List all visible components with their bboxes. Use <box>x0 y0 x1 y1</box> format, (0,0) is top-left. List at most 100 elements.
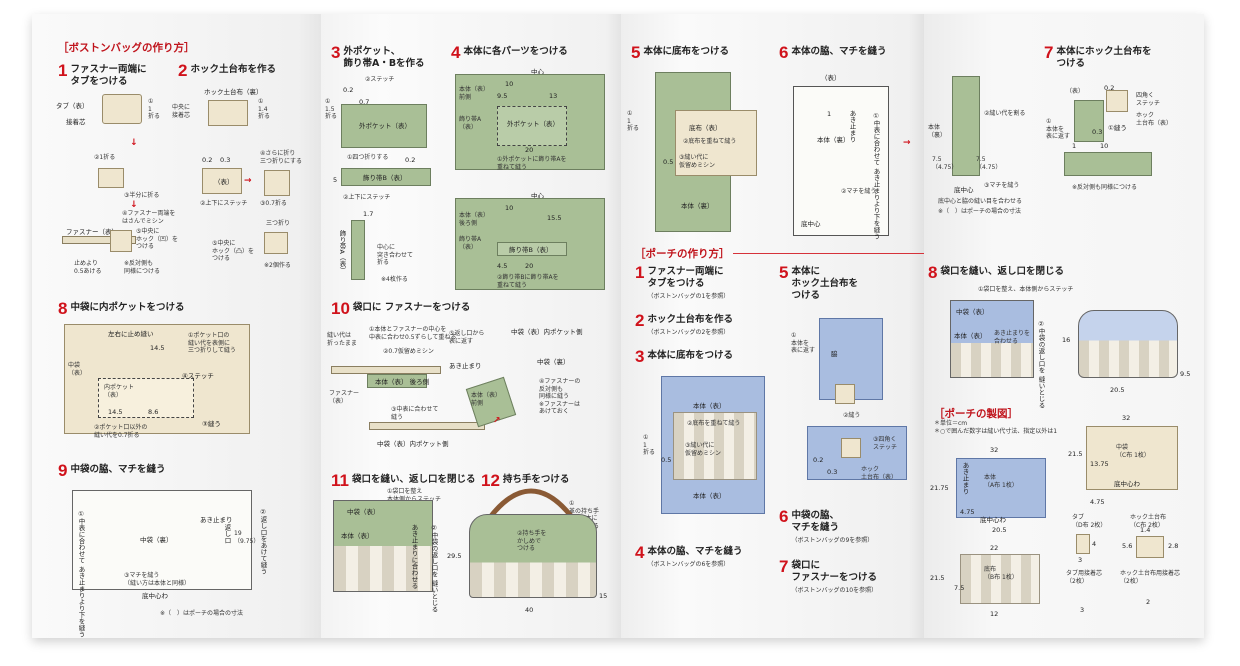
label: 中心に 突き合わせて 折る <box>377 244 414 266</box>
panel-2: 3 外ポケット、 飾り帯A・Bを作る ②ステッチ 0.2 0.7 ① 1.5 折… <box>321 14 621 638</box>
step-12: 12 持ち手をつける <box>481 472 569 489</box>
step-title: 本体にホック土台布を つける <box>1056 46 1152 69</box>
label: 20.5 <box>1110 386 1125 394</box>
arrow-right-icon: → <box>903 138 911 148</box>
label: 底中心わ <box>142 592 168 600</box>
label: ②底布を重ねて縫う <box>687 420 741 427</box>
hook-base-shape <box>202 168 242 194</box>
label: ホック土台布用接着芯 （2枚） <box>1120 570 1181 585</box>
label: 14.5 <box>108 408 123 416</box>
handle-drawing <box>489 488 573 518</box>
label: ③マチを縫う （縫い方は本体と同様） <box>124 572 191 587</box>
label: ファスナー （表） <box>329 390 360 405</box>
zipper-shape <box>62 236 136 244</box>
label: ファスナー（表） <box>66 228 118 236</box>
step-number: 7 <box>1044 43 1054 62</box>
pattern-bottom-shape <box>960 554 1040 604</box>
step-title: 本体に ホック土台布を つける <box>791 266 858 301</box>
label: 中袋（裏） <box>140 536 173 544</box>
pattern-tab-shape <box>1076 534 1090 554</box>
label: ①外ポケットに飾り帯Aを 重ねて縫う <box>497 156 567 171</box>
label: ③0.7折る <box>260 200 287 207</box>
label: 本体（表） <box>693 492 726 500</box>
pouch-step-1: 1 ファスナー両端に タブをつける（ボストンバッグの1を参照） <box>635 264 729 303</box>
tab-shape <box>102 94 142 124</box>
step-title: 中袋の脇、 マチを縫う（ボストンバッグの9を参照） <box>791 510 874 544</box>
bag-drawing <box>333 500 433 592</box>
label: 1.7 <box>363 210 374 218</box>
label: ⑤返し口から 表に返す <box>449 330 485 345</box>
label: ⑤中央に ホック（凸）を つける <box>212 240 255 262</box>
label: ④ファスナー両端を はさんでミシン <box>122 210 176 225</box>
label: 0.2 <box>813 456 824 464</box>
step-number: 2 <box>178 61 188 80</box>
step-11: 11 袋口を縫い、返し口を閉じる <box>331 472 476 489</box>
label: 9.5 <box>497 92 508 100</box>
label: 中袋 （表） <box>68 362 87 377</box>
label: 縫い代は 折ったまま <box>327 332 357 347</box>
label: ①縫う <box>1108 124 1127 132</box>
label: 中袋（表） <box>347 508 380 516</box>
step-title: 中袋に内ポケットをつける <box>70 302 185 313</box>
label: タブ （D布 2枚） <box>1072 514 1107 529</box>
label: ③マチを縫う <box>984 182 1020 189</box>
label: ④ファスナーの 反対側も 同様に縫う ※ファスナーは あけておく <box>539 378 581 415</box>
label: 0.3 <box>1092 128 1103 136</box>
label: 15.5 <box>547 214 562 222</box>
step-title: 袋口を縫い、返し口を閉じる <box>351 474 476 485</box>
label: ②中袋の返し口を 縫いとじる <box>1037 320 1045 409</box>
label: 中袋（裏） <box>537 358 570 366</box>
pattern-hook-shape <box>1136 536 1164 558</box>
step-number: 9 <box>58 461 68 480</box>
label: 16 <box>1062 336 1071 344</box>
label: 4.75 <box>1090 498 1105 506</box>
label: あき止まり <box>200 516 233 524</box>
hook-base-shape <box>1106 90 1128 112</box>
label: （表） <box>1066 88 1085 95</box>
label: ②1折る <box>94 154 116 161</box>
label: 本体 （A布 1枚） <box>984 474 1018 489</box>
label: ②0.7仮留めミシン <box>383 348 434 355</box>
label: 7.5 （4.75） <box>976 156 1002 171</box>
step-title: 本体に底布をつける <box>647 350 733 361</box>
label: ②上下にステッチ <box>343 194 391 201</box>
hook-base-shape <box>264 232 288 254</box>
step-4: 4 本体に各パーツをつける <box>451 44 568 61</box>
label: ⑤中央に ホック（凹）を つける <box>136 228 179 250</box>
label: ③中表に合わせて 縫う <box>391 406 439 421</box>
step-number: 8 <box>928 263 938 282</box>
step-title: ホック土台布を作る（ボストンバッグの2を参照） <box>647 314 733 336</box>
label: 32 <box>990 446 999 454</box>
step-number: 4 <box>451 43 461 62</box>
label: ① 1.5 折る <box>325 98 338 120</box>
label: 9.5 <box>1180 370 1191 378</box>
label: ① 1 折る <box>643 434 656 456</box>
body-side-shape <box>952 76 980 176</box>
step-number: 4 <box>635 543 645 562</box>
step-6: 6 本体の脇、マチを縫う <box>779 44 886 61</box>
step-title: 袋口に ファスナーをつける <box>352 302 471 313</box>
label: 13.75 <box>1090 460 1109 468</box>
label: ①本体とファスナーの中心を 中表に合わせ0.5ずらして重ねる <box>369 326 457 341</box>
label: ③縫い代に 仮留めミシン <box>679 154 716 169</box>
label: あき止まり <box>449 362 482 370</box>
step-title: 中袋の脇、マチを縫う <box>70 464 166 475</box>
label: 本体（表） 後ろ側 <box>459 212 490 227</box>
label: ②ステッチ <box>365 76 395 83</box>
step-title: 持ち手をつける <box>502 474 570 485</box>
finished-pouch-drawing <box>1078 310 1178 378</box>
label: 本体（表） 前側 <box>459 86 490 101</box>
label: ②マチを縫う <box>841 188 877 195</box>
pouch-step-2: 2 ホック土台布を作る（ボストンバッグの2を参照） <box>635 312 733 339</box>
label: 中心 <box>531 192 544 200</box>
label: 底中心わ <box>1114 480 1140 488</box>
label: 4 <box>1092 540 1097 548</box>
label: 10 <box>1100 142 1109 150</box>
pouch-drawing <box>950 300 1034 378</box>
label: あき止まりに合わせる <box>410 524 418 589</box>
band-a-shape <box>351 220 365 280</box>
label: あき止まり <box>848 110 856 143</box>
label: 内ポケット （表） <box>104 384 135 399</box>
label: 0.2 <box>343 86 354 94</box>
outer-pocket-on-body <box>497 106 567 146</box>
